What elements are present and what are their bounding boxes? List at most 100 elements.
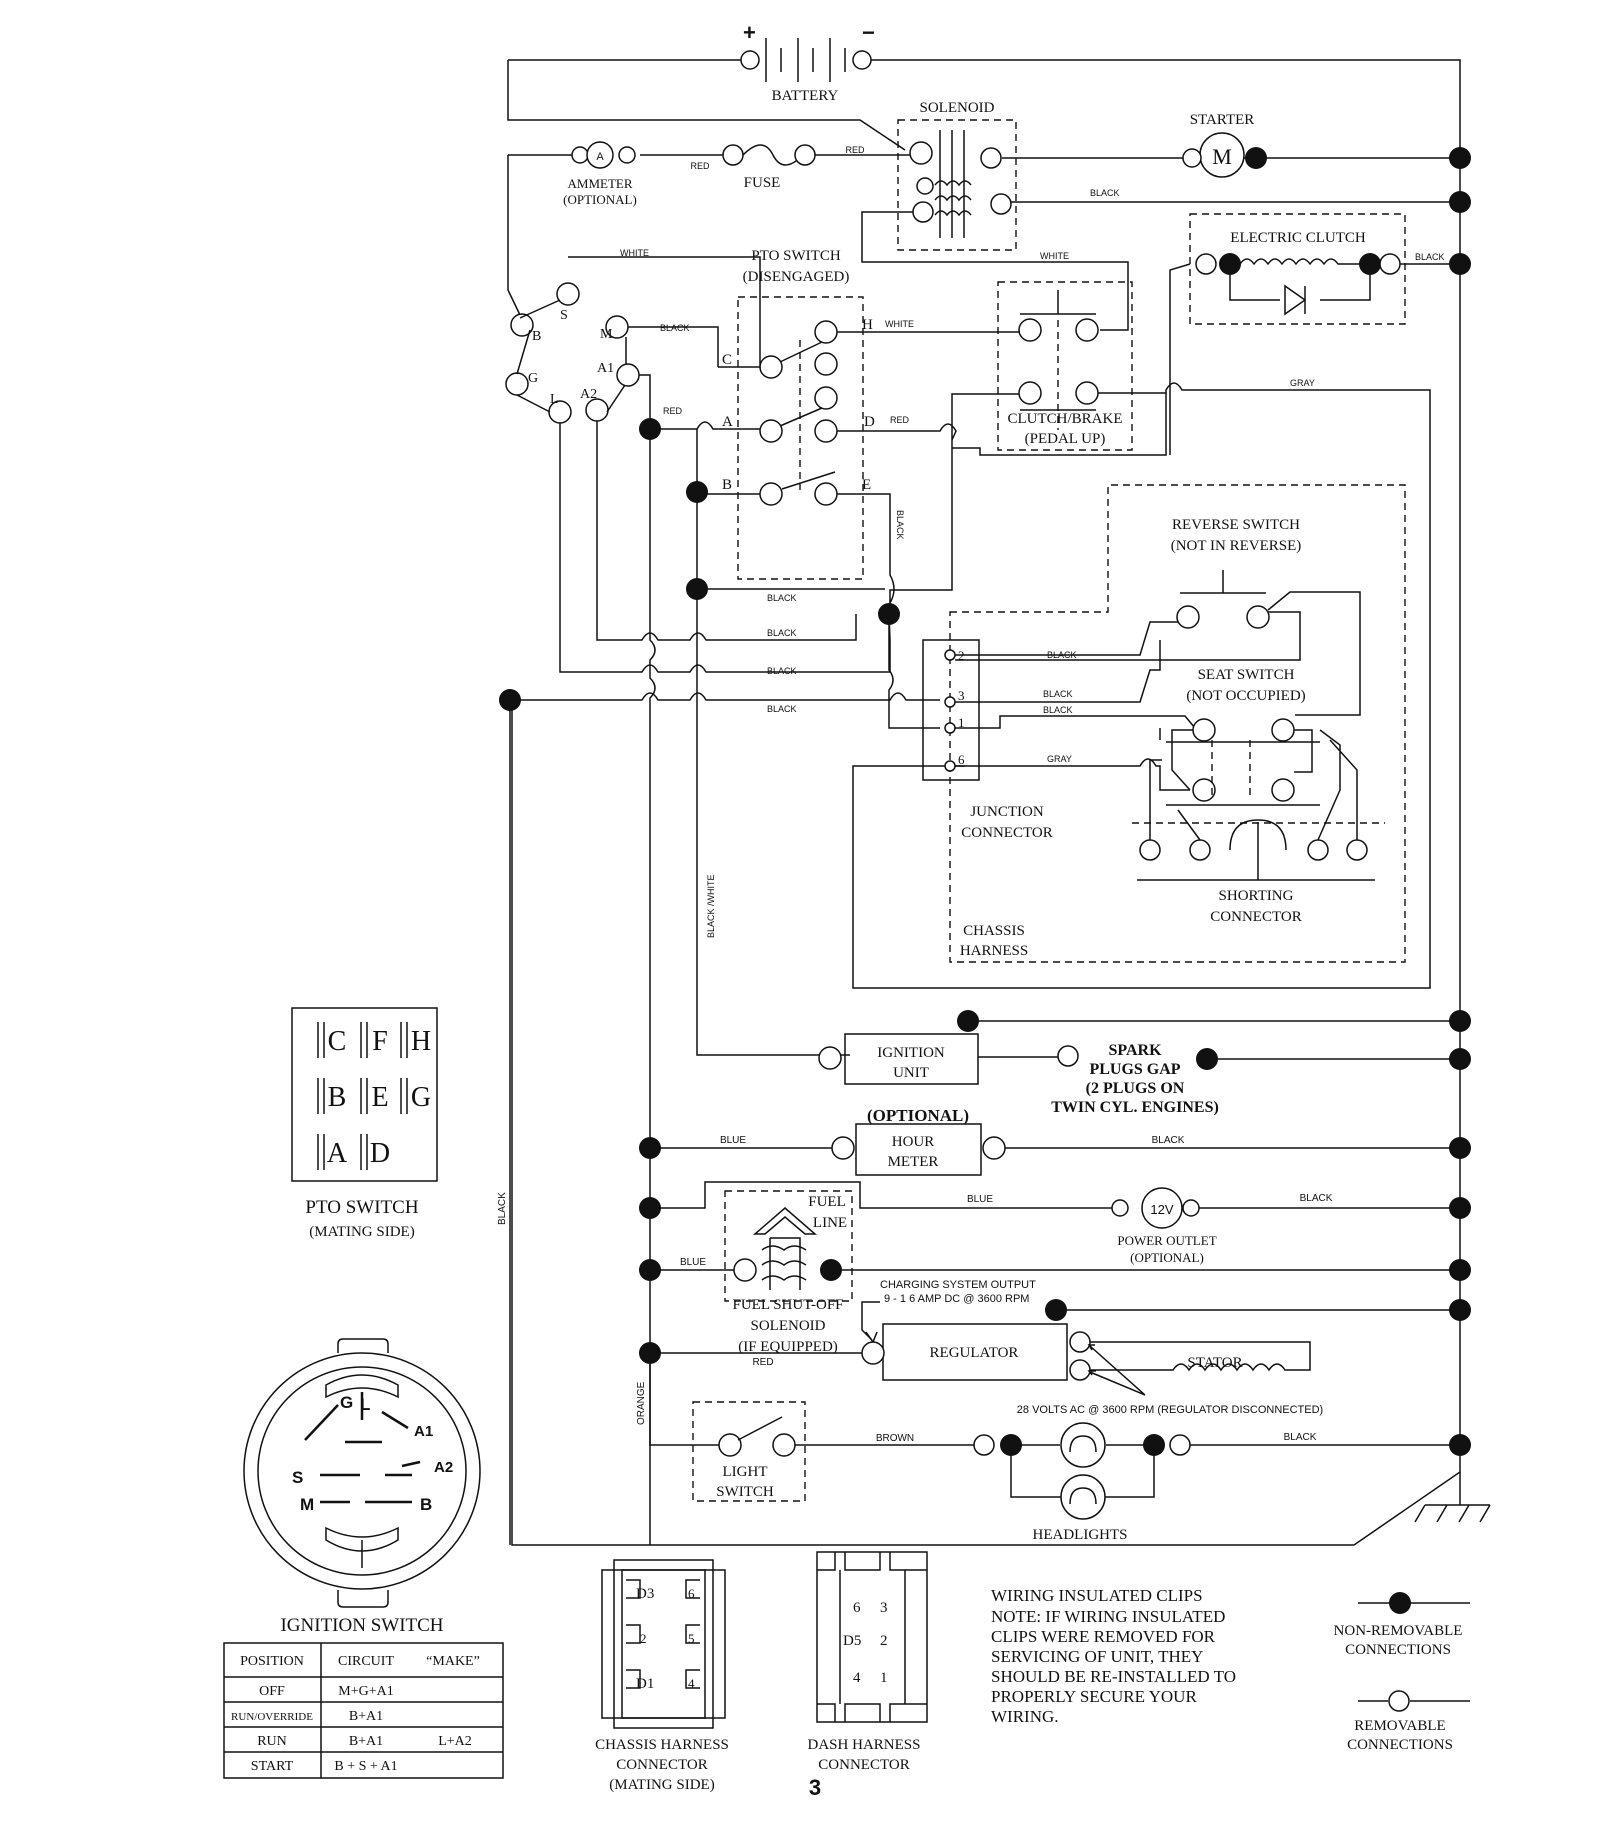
dash-connector-line2: CONNECTOR <box>818 1757 909 1773</box>
note-line-1: NOTE: IF WIRING INSULATED <box>991 1607 1225 1626</box>
fuse-label: FUSE <box>744 175 781 191</box>
note-title: WIRING INSULATED CLIPS <box>991 1586 1203 1605</box>
clutch-brake-label: CLUTCH/BRAKE <box>1007 411 1122 427</box>
cc-pin-4: 4 <box>688 1676 695 1691</box>
ground-symbol <box>1414 1472 1491 1523</box>
ignition-switch-table: POSITION CIRCUIT “MAKE” OFF M+G+A1 RUN/O… <box>223 1642 504 1779</box>
fuel-solenoid-line1: FUEL SHUT-OFF <box>733 1297 844 1313</box>
regulator: CHARGING SYSTEM OUTPUT 9 - 1 6 AMP DC @ … <box>639 1279 1471 1416</box>
ammeter-symbol: A <box>596 151 604 163</box>
wire-black-headlights: BLACK <box>1284 1432 1317 1443</box>
table-header-make: “MAKE” <box>426 1654 480 1669</box>
wire-red-d: RED <box>890 415 910 425</box>
clutch-brake-sub: (PEDAL UP) <box>1025 431 1106 447</box>
chassis-connector-line3: (MATING SIDE) <box>609 1777 714 1793</box>
starter: M STARTER BLACK <box>1002 112 1471 213</box>
ignition-unit-line2: UNIT <box>893 1065 929 1081</box>
wiring-note: WIRING INSULATED CLIPS NOTE: IF WIRING I… <box>991 1586 1236 1726</box>
note-line-4: SHOULD BE RE-INSTALLED TO <box>991 1667 1236 1686</box>
wire-black-j1: BLACK <box>1043 705 1073 715</box>
cc-pin-2: 2 <box>640 1631 647 1646</box>
jc-pin-3: 3 <box>958 688 965 703</box>
dc-pin-3: 3 <box>880 1600 888 1616</box>
battery-plus: + <box>743 20 756 45</box>
wire-black-j2: BLACK <box>1047 650 1077 660</box>
stator-note: 28 VOLTS AC @ 3600 RPM (REGULATOR DISCON… <box>1017 1404 1323 1416</box>
wire-black-white: BLACK /WHITE <box>706 874 716 938</box>
wire-black-m: BLACK <box>660 323 690 333</box>
pto-term-e: E <box>862 477 871 493</box>
junction-connector-line1: JUNCTION <box>970 804 1043 820</box>
table-header-position: POSITION <box>240 1654 304 1669</box>
legend-removable-2: CONNECTIONS <box>1347 1737 1453 1753</box>
chassis-harness-connector: D3 6 2 5 D1 4 CHASSIS HARNESS CONNECTOR … <box>595 1559 729 1793</box>
ignition-switch-diagram: G L A1 S A2 M B IGNITION SWITCH <box>243 1338 481 1636</box>
wire-red-fuse-left: RED <box>690 161 710 171</box>
ign-term-m: M <box>600 327 613 342</box>
jc-pin-6: 6 <box>958 752 965 767</box>
ign-letter-b: B <box>420 1495 432 1514</box>
chassis-connector-line2: CONNECTOR <box>616 1757 707 1773</box>
ignition-switch-label: IGNITION SWITCH <box>280 1615 443 1636</box>
table-row-off-circuit: M+G+A1 <box>338 1684 393 1699</box>
reverse-switch: REVERSE SWITCH (NOT IN REVERSE) <box>1171 517 1361 716</box>
ignition-terminals: S B M G A1 L A2 <box>505 155 640 424</box>
chassis-harness: CHASSIS HARNESS <box>949 484 1406 963</box>
battery-minus: − <box>862 20 875 45</box>
spark-line1: SPARK <box>1108 1042 1162 1059</box>
cc-pin-6: 6 <box>688 1586 695 1601</box>
junction-connector: 2 3 1 6 JUNCTION CONNECTOR <box>922 639 1053 841</box>
power-outlet-line1: POWER OUTLET <box>1117 1233 1216 1248</box>
charging-line1: CHARGING SYSTEM OUTPUT <box>880 1279 1036 1291</box>
wire-black-e: BLACK <box>895 510 905 540</box>
solenoid: SOLENOID <box>897 100 1017 251</box>
regulator-label: REGULATOR <box>930 1345 1019 1361</box>
pto-term-a: A <box>722 414 733 430</box>
hour-meter-line2: METER <box>888 1154 939 1170</box>
spark-line3: (2 PLUGS ON <box>1086 1080 1185 1097</box>
fuel-solenoid: FUEL LINE BLUE FUEL SHUT-OFF SOLENOID (I… <box>639 1190 1471 1355</box>
cc-pin-d3: D3 <box>636 1586 654 1602</box>
solenoid-label: SOLENOID <box>920 100 995 116</box>
table-header-circuit: CIRCUIT <box>338 1654 394 1669</box>
ign-letter-g: G <box>340 1393 353 1412</box>
wire-black-640: BLACK <box>767 628 797 638</box>
hour-meter-line1: HOUR <box>892 1134 935 1150</box>
note-line-3: SERVICING OF UNIT, THEY <box>991 1647 1203 1666</box>
table-row-off-pos: OFF <box>259 1684 285 1699</box>
ign-letter-s: S <box>292 1468 303 1487</box>
headlights-label: HEADLIGHTS <box>1033 1527 1128 1543</box>
pto-mating-side: C F H B E G A D PTO SWITCH (MATING SIDE) <box>291 1007 438 1240</box>
pto-mating-b: B <box>328 1082 347 1113</box>
shorting-connector-line2: CONNECTOR <box>1210 909 1301 925</box>
legend-non-removable-2: CONNECTIONS <box>1345 1642 1451 1658</box>
wire-black-outlet: BLACK <box>1300 1193 1333 1204</box>
legend-non-removable-1: NON-REMOVABLE <box>1334 1623 1463 1639</box>
pto-switch: PTO SWITCH (DISENGAGED) C H A D B E <box>722 248 875 580</box>
pto-mating-g: G <box>411 1082 431 1113</box>
ign-term-g: G <box>528 371 538 386</box>
ignition-unit-line1: IGNITION <box>877 1045 945 1061</box>
pto-mating-sub: (MATING SIDE) <box>309 1224 414 1240</box>
wire-brown: BROWN <box>876 1433 914 1444</box>
page-number: 3 <box>809 1775 821 1800</box>
dc-pin-4: 4 <box>853 1670 861 1686</box>
ign-letter-l: L <box>360 1395 370 1414</box>
wire-red-fuse-right: RED <box>845 145 865 155</box>
ign-letter-m: M <box>300 1495 314 1514</box>
wire-black-j3: BLACK <box>1043 689 1073 699</box>
starter-symbol: M <box>1212 144 1232 169</box>
pto-mating-f: F <box>372 1026 388 1057</box>
hour-meter: (OPTIONAL) HOUR METER BLUE BLACK <box>639 1106 1471 1176</box>
ign-letter-a1: A1 <box>414 1423 433 1440</box>
dash-connector-line1: DASH HARNESS <box>808 1737 921 1753</box>
charging-line2: 9 - 1 6 AMP DC @ 3600 RPM <box>884 1293 1029 1305</box>
seat-switch-sub: (NOT OCCUPIED) <box>1186 688 1305 704</box>
wire-blue-fuel: BLUE <box>680 1257 706 1268</box>
wire-black-clutch: BLACK <box>1415 252 1445 262</box>
seat-switch: SEAT SWITCH (NOT OCCUPIED) <box>1159 667 1320 806</box>
table-row-run-make: L+A2 <box>438 1734 472 1749</box>
starter-label: STARTER <box>1190 112 1255 128</box>
dc-pin-1: 1 <box>880 1670 888 1686</box>
